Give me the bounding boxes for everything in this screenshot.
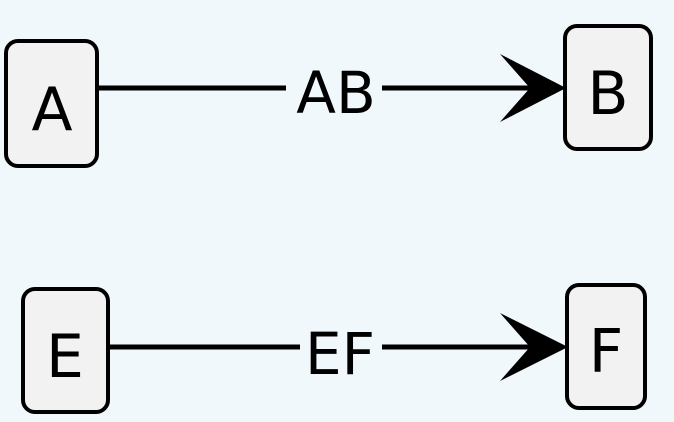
node-b[interactable]: B: [563, 24, 653, 151]
edge-ef-label: EF: [305, 320, 375, 388]
node-a-box[interactable]: [4, 39, 99, 168]
node-e[interactable]: E: [21, 287, 110, 414]
edge-ef: EF: [108, 313, 568, 388]
node-f-box[interactable]: [565, 283, 647, 410]
edge-ab-label-background: [286, 58, 382, 118]
edge-ab-arrowhead: [500, 54, 566, 122]
node-e-label: E: [46, 322, 84, 392]
node-f[interactable]: F: [565, 283, 647, 410]
edge-ef-arrowhead: [500, 313, 568, 381]
node-a-label: A: [31, 75, 72, 145]
node-f-label: F: [589, 317, 624, 387]
edge-ab: AB: [98, 54, 566, 127]
node-b-box[interactable]: [563, 24, 653, 151]
node-a[interactable]: A: [4, 39, 99, 168]
node-e-box[interactable]: [21, 287, 110, 414]
node-b-label: B: [587, 59, 628, 129]
edge-ef-label-background: [300, 317, 382, 377]
edge-ab-label: AB: [296, 59, 375, 127]
